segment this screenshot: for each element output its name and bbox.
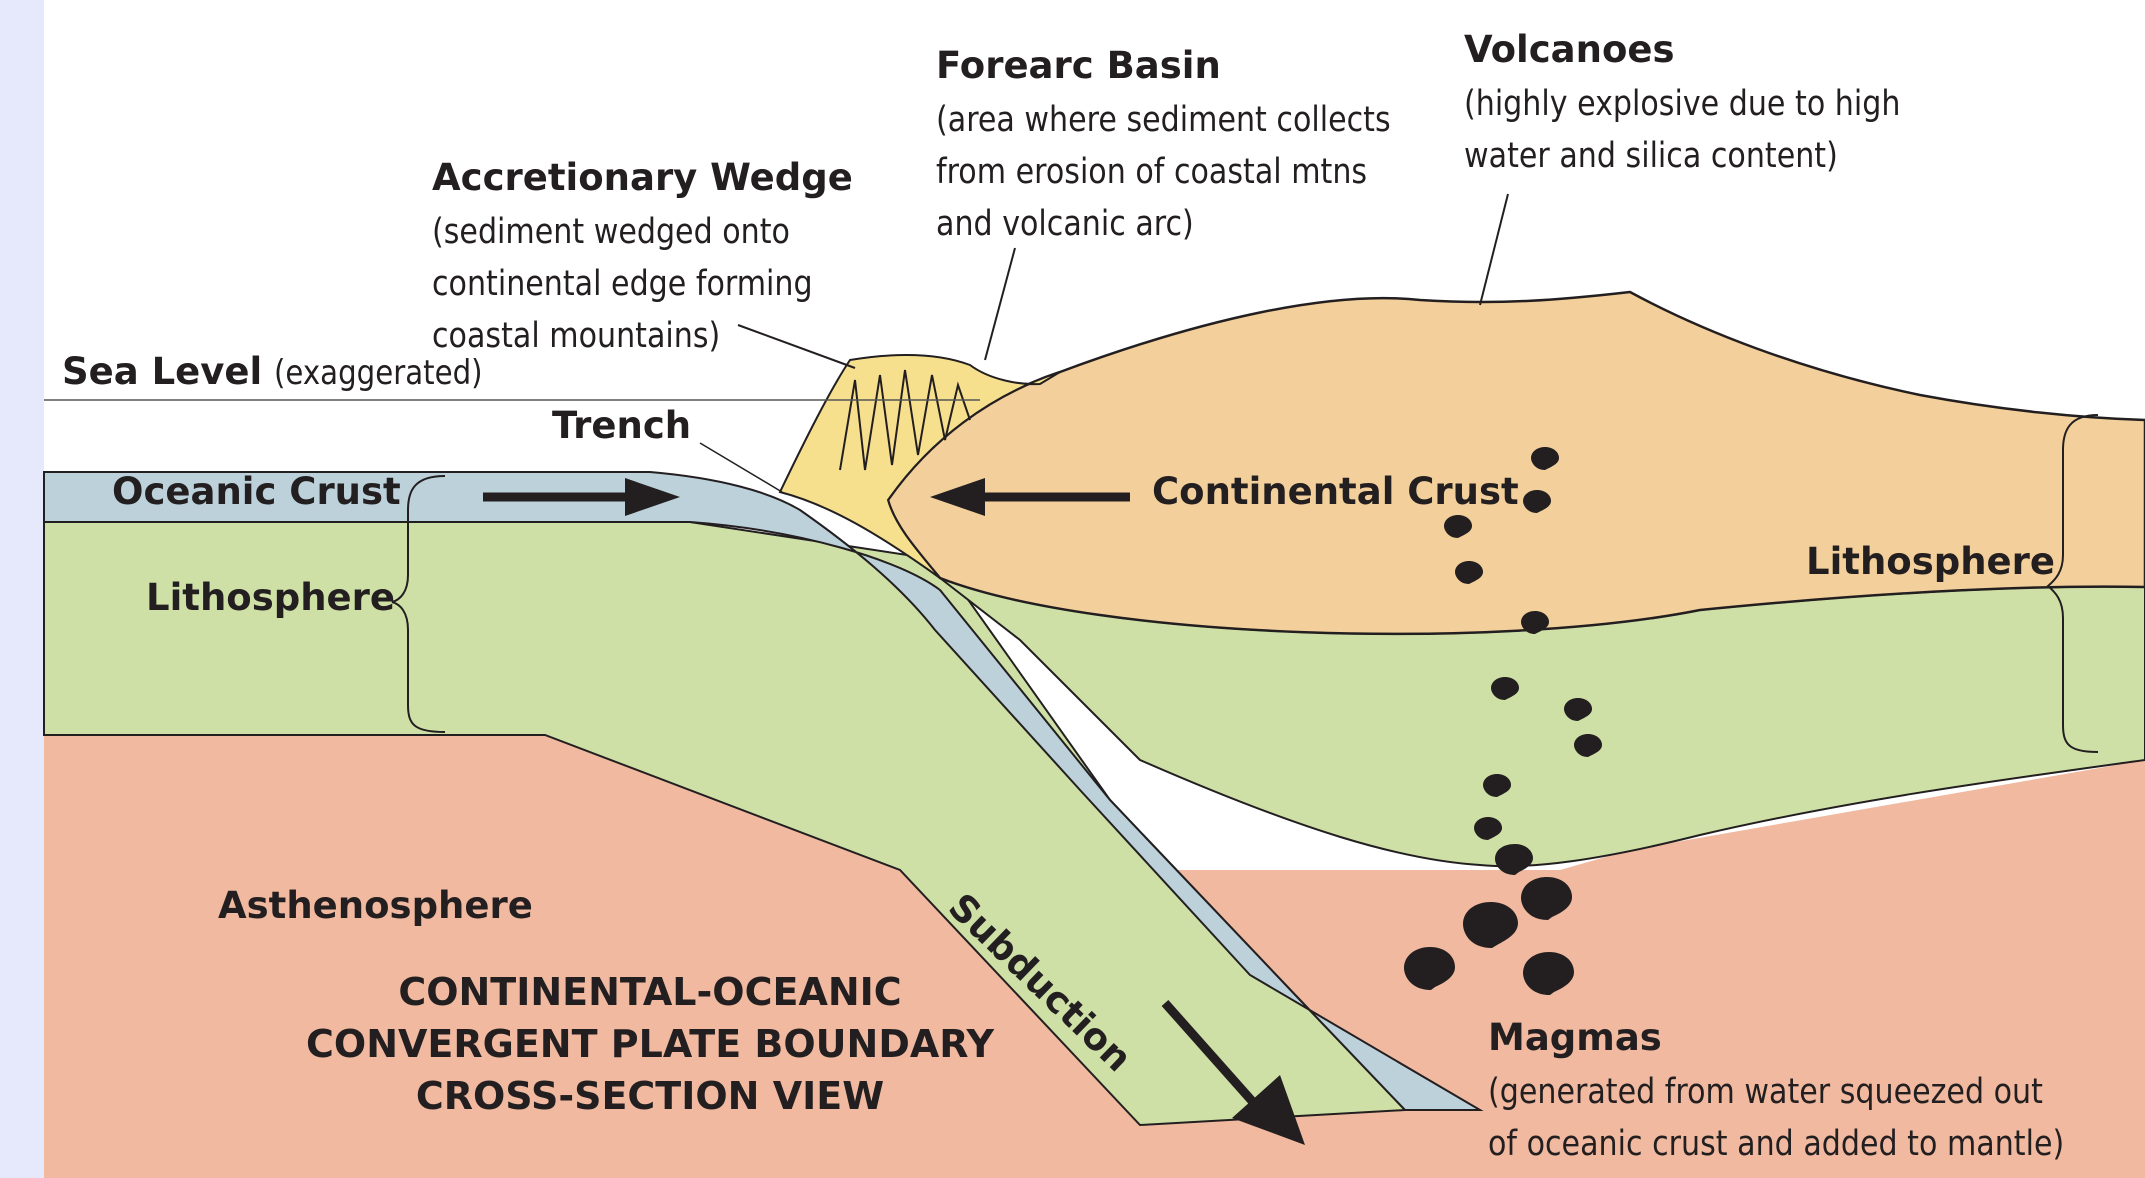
sea-level-label: Sea Level (exaggerated) [62,350,516,393]
diagram-caption: CONTINENTAL-OCEANIC CONVERGENT PLATE BOU… [300,966,1000,1122]
magmas-title: Magmas [1488,1016,1662,1059]
accretionary-wedge-description: (sediment wedged onto continental edge f… [432,206,813,362]
volcanoes-description: (highly explosive due to high water and … [1464,78,1900,182]
volcanoes-leader [1480,194,1508,305]
accretionary-wedge-title: Accretionary Wedge [432,156,853,199]
left-margin [0,0,44,1178]
caption-line: CONTINENTAL-OCEANIC [300,966,1000,1018]
accretionary-wedge-line: continental edge forming [432,258,813,310]
forearc-basin-line: and volcanic arc) [936,198,1391,250]
forearc-basin-line: from erosion of coastal mtns [936,146,1391,198]
forearc-leader [985,248,1015,360]
asthenosphere-label: Asthenosphere [218,884,533,927]
forearc-basin-description: (area where sediment collects from erosi… [936,94,1391,250]
magmas-line: (generated from water squeezed out [1488,1066,2064,1118]
magmas-line: of oceanic crust and added to mantle) [1488,1118,2064,1170]
accretionary-wedge-line: (sediment wedged onto [432,206,813,258]
trench-label: Trench [552,404,691,447]
continental-crust-label: Continental Crust [1152,470,1519,513]
volcanoes-title: Volcanoes [1464,28,1675,71]
volcanoes-line: (highly explosive due to high [1464,78,1900,130]
magmas-description: (generated from water squeezed out of oc… [1488,1066,2064,1170]
forearc-basin-line: (area where sediment collects [936,94,1391,146]
sea-level-title: Sea Level [62,350,262,393]
sea-level-note: (exaggerated) [274,353,483,393]
oceanic-crust-label: Oceanic Crust [112,470,401,513]
caption-line: CONVERGENT PLATE BOUNDARY [300,1018,1000,1070]
volcanoes-line: water and silica content) [1464,130,1900,182]
forearc-basin-title: Forearc Basin [936,44,1221,87]
caption-line: CROSS-SECTION VIEW [300,1070,1000,1122]
lithosphere-left-label: Lithosphere [146,576,395,619]
lithosphere-right-label: Lithosphere [1806,540,2055,583]
